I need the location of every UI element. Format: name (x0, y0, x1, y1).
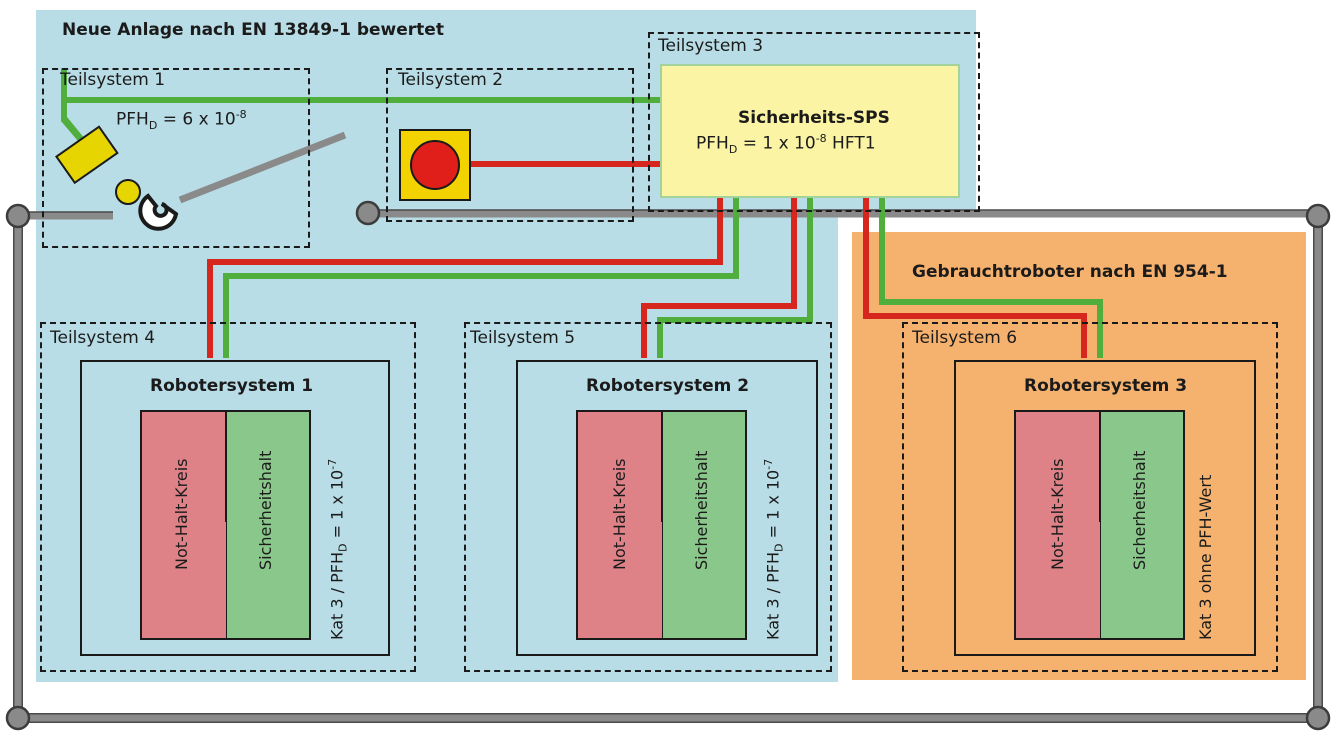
safety-stop-label-2: Sicherheitshalt (692, 450, 711, 570)
used-robot-title: Gebrauchtroboter nach EN 954-1 (912, 262, 1228, 282)
subsystem-3-box (648, 32, 980, 212)
robot-system-2-box (516, 360, 818, 656)
not-halt-area-2 (576, 410, 664, 640)
subsystem-1-label: Teilsystem 1 (60, 70, 166, 90)
green-wire-r1 (223, 194, 739, 358)
not-halt-label-2: Not-Halt-Kreis (610, 458, 629, 570)
robot-system-1-box (80, 360, 390, 656)
robot-3-category: Kat 3 ohne PFH-Wert (1196, 474, 1215, 640)
safety-stop-area-3 (1100, 410, 1185, 640)
subsystem-1-pfh: PFHD = 6 x 10-8 (116, 108, 247, 133)
red-wire-r1 (207, 194, 723, 358)
green-wire-r2 (657, 194, 813, 358)
subsystem-6-label: Teilsystem 6 (912, 328, 1018, 348)
subsystem-6-box (902, 322, 1278, 672)
subsystem-2-label: Teilsystem 2 (398, 70, 504, 90)
subsystem-4-box (40, 322, 416, 672)
interlock-switch-icon (55, 125, 119, 185)
fence-post (1305, 705, 1331, 731)
red-wire-r2 (641, 194, 797, 358)
emergency-stop-icon (399, 129, 471, 201)
safety-stop-label-1: Sicherheitshalt (256, 450, 275, 570)
robot-system-3-title: Robotersystem 3 (1024, 376, 1188, 396)
not-halt-area-3 (1014, 410, 1102, 640)
robot-system-2-title: Robotersystem 2 (586, 376, 750, 396)
fence-post (5, 705, 31, 731)
fence-post (355, 200, 381, 226)
divider-3 (1099, 412, 1101, 522)
not-halt-area-1 (140, 410, 228, 640)
divider-1 (225, 412, 227, 522)
robot-1-category: Kat 3 / PFHD = 1 x 10-7 (326, 458, 350, 640)
new-plant-title: Neue Anlage nach EN 13849-1 bewertet (62, 20, 444, 40)
robot-system-3-box (954, 360, 1256, 656)
safety-stop-label-3: Sicherheitshalt (1130, 450, 1149, 570)
safety-plc-title: Sicherheits-SPS (738, 108, 890, 128)
fence-door (178, 131, 347, 204)
green-wire-r3 (879, 194, 1103, 358)
fence-post (5, 203, 31, 229)
subsystem-5-label: Teilsystem 5 (470, 328, 576, 348)
fence-post (1305, 203, 1331, 229)
robot-2-category: Kat 3 / PFHD = 1 x 10-7 (762, 458, 786, 640)
red-wire-r3 (863, 194, 1087, 358)
subsystem-3-label: Teilsystem 3 (658, 36, 764, 56)
subsystem-1-box (42, 68, 310, 248)
robot-system-1-title: Robotersystem 1 (150, 376, 314, 396)
safety-stop-area-2 (662, 410, 747, 640)
subsystem-4-label: Teilsystem 4 (50, 328, 156, 348)
safety-plc-pfh: PFHD = 1 x 10-8 HFT1 (696, 132, 876, 157)
not-halt-label-3: Not-Halt-Kreis (1048, 458, 1067, 570)
safety-plc-box (660, 64, 960, 198)
subsystem-5-box (464, 322, 832, 672)
safety-stop-area-1 (226, 410, 311, 640)
not-halt-label-1: Not-Halt-Kreis (172, 458, 191, 570)
subsystem-2-box (386, 68, 634, 222)
divider-2 (661, 412, 663, 522)
